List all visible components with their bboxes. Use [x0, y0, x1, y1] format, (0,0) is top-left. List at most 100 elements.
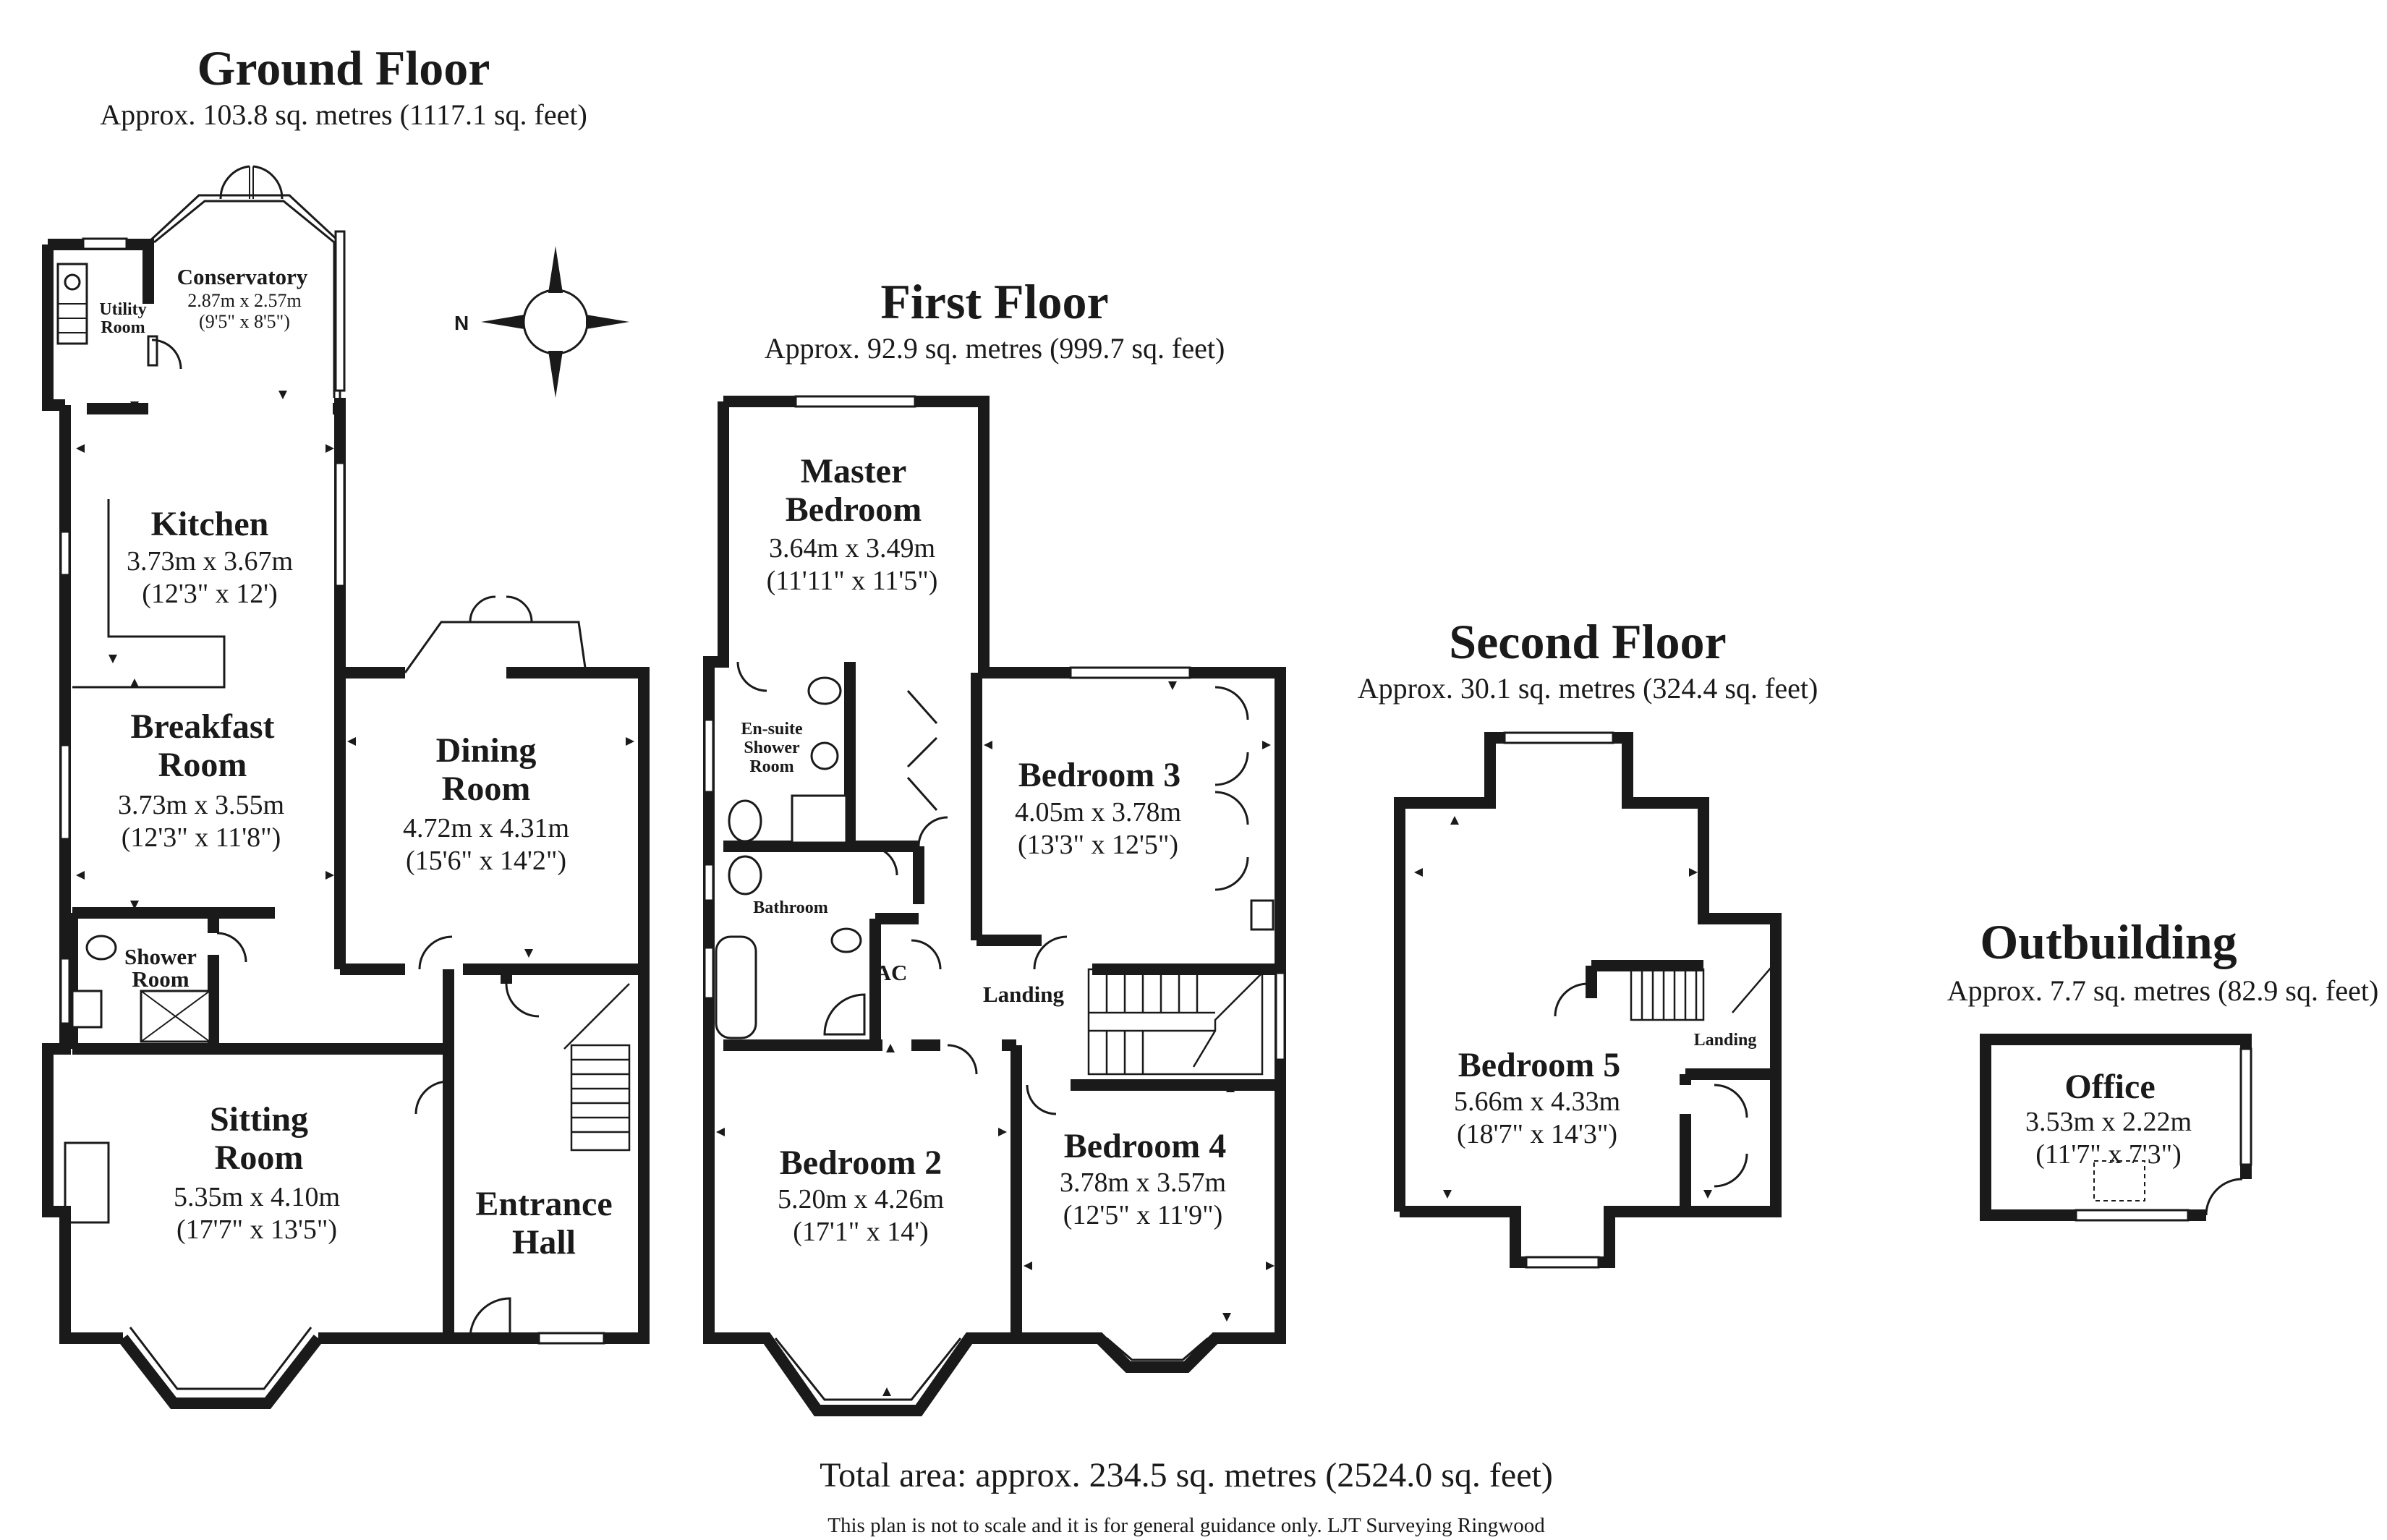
first-staircase — [1087, 968, 1264, 1076]
landing1-name: Landing — [983, 982, 1065, 1007]
office-loft-hatch — [2093, 1160, 2145, 1201]
sitting-imperial: (17'7" x 13'5") — [176, 1214, 337, 1245]
utility-name-line1: Utility — [99, 300, 146, 319]
bedroom5-wardrobe — [1714, 1084, 1748, 1188]
dining-door — [418, 935, 453, 970]
office-window — [2075, 1209, 2190, 1222]
landing-window — [1275, 971, 1286, 1061]
second-floor-plan — [1394, 731, 1782, 1269]
bathroom-name: Bathroom — [753, 898, 828, 917]
bath-icon — [715, 935, 757, 1039]
ground-staircase — [563, 983, 631, 1152]
bedroom3-wardrobe — [1214, 686, 1249, 891]
conservatory-walls — [147, 165, 346, 398]
ensuite-name-line3: Room — [749, 757, 793, 776]
ac-door — [911, 939, 942, 970]
bedroom4-metric: 3.78m x 3.57m — [1060, 1167, 1226, 1198]
bedroom4-imperial: (12'5" x 11'9") — [1063, 1200, 1223, 1230]
compass-north-label: N — [454, 312, 469, 334]
sitting-metric: 5.35m x 4.10m — [174, 1182, 340, 1212]
bedroom5-window — [1503, 731, 1614, 744]
kitchen-name: Kitchen — [151, 505, 269, 543]
conservatory-side-window — [334, 230, 346, 392]
office-name: Office — [2064, 1068, 2155, 1106]
dining-name-line1: Dining — [436, 731, 537, 770]
bedroom5-imperial: (18'7" x 14'3") — [1457, 1119, 1617, 1149]
ensuite-basin-icon — [807, 676, 842, 705]
hall-window — [537, 1332, 605, 1345]
breakfast-name-line1: Breakfast — [130, 707, 274, 746]
office-door — [2205, 1178, 2243, 1216]
dining-metric: 4.72m x 4.31m — [403, 813, 569, 843]
ensuite-door — [736, 661, 767, 692]
bathroom-window-2 — [703, 946, 715, 1000]
ensuite-window — [703, 718, 715, 794]
bedroom2-door — [947, 1044, 978, 1075]
master-name-line1: Master — [801, 452, 907, 490]
breakfast-metric: 3.73m x 3.55m — [118, 790, 284, 820]
second-floor-title: Second Floor — [1449, 614, 1726, 669]
ground-floor-title: Ground Floor — [197, 41, 490, 95]
bedroom2-bay — [774, 1337, 962, 1401]
dining-name-line2: Room — [442, 770, 531, 808]
second-staircase — [1630, 961, 1777, 1021]
sitting-bay-window — [129, 1327, 312, 1390]
basin-icon — [71, 990, 103, 1029]
ground-floor-plan — [42, 165, 650, 1409]
bathroom-door — [867, 845, 898, 876]
landing2-name: Landing — [1694, 1031, 1757, 1050]
second-floor-area: Approx. 30.1 sq. metres (324.4 sq. feet) — [1358, 672, 1818, 705]
shower-door — [216, 932, 247, 963]
conservatory-metric: 2.87m x 2.57m — [187, 290, 301, 311]
kitchen-window — [59, 530, 71, 577]
sitting-fireplace — [64, 1141, 110, 1224]
ground-floor-area: Approx. 103.8 sq. metres (1117.1 sq. fee… — [100, 98, 587, 131]
outbuilding-title: Outbuilding — [1980, 914, 2237, 969]
bedroom4-bay — [1106, 1337, 1209, 1361]
utility-window — [82, 237, 128, 250]
total-area: Total area: approx. 234.5 sq. metres (25… — [820, 1456, 1553, 1494]
bedroom4-door — [1026, 1084, 1057, 1115]
bedroom3-name: Bedroom 3 — [1018, 756, 1180, 794]
sitting-name-line1: Sitting — [210, 1100, 308, 1139]
bedroom5-name: Bedroom 5 — [1458, 1046, 1620, 1084]
utility-name-line2: Room — [101, 318, 145, 337]
dining-bay — [404, 621, 587, 673]
bathroom-shower-icon — [823, 993, 866, 1036]
toilet-icon — [85, 935, 117, 961]
conservatory-imperial: (9'5" x 8'5") — [199, 311, 290, 332]
bedroom2-metric: 5.20m x 4.26m — [778, 1184, 944, 1214]
ensuite-name-line2: Shower — [744, 739, 800, 757]
ac-name: AC — [875, 960, 908, 985]
shower-window — [59, 957, 71, 1025]
office-imperial: (11'7" x 7'3") — [2035, 1139, 2182, 1170]
kitchen-imperial: (12'3" x 12') — [142, 579, 278, 609]
master-metric: 3.64m x 3.49m — [769, 533, 935, 563]
entrance-name-line2: Hall — [512, 1223, 576, 1262]
breakfast-window — [59, 744, 71, 841]
kitchen-side-window — [334, 461, 346, 587]
ensuite-shower-icon — [810, 741, 839, 770]
breakfast-imperial: (12'3" x 11'8") — [122, 822, 281, 853]
bedroom3-basin-icon — [1250, 899, 1275, 931]
bedroom2-imperial: (17'1" x 14') — [793, 1217, 929, 1247]
bedroom5-door — [1554, 982, 1588, 1017]
bedroom5-window-2 — [1525, 1256, 1600, 1269]
master-wardrobe — [906, 690, 938, 811]
master-window — [794, 395, 916, 408]
outbuilding-area: Approx. 7.7 sq. metres (82.9 sq. feet) — [1947, 974, 2379, 1007]
sitting-name-line2: Room — [215, 1139, 304, 1177]
entrance-name-line1: Entrance — [475, 1185, 612, 1223]
kitchen-metric: 3.73m x 3.67m — [127, 546, 293, 577]
sitting-door — [414, 1080, 449, 1115]
bedroom3-metric: 4.05m x 3.78m — [1015, 797, 1181, 828]
outbuilding-plan — [1980, 1034, 2252, 1222]
office-metric: 3.53m x 2.22m — [2025, 1107, 2192, 1137]
master-imperial: (11'11" x 11'5") — [767, 566, 938, 596]
master-door — [917, 816, 948, 847]
front-door — [469, 1297, 511, 1339]
ensuite-toilet-icon — [728, 799, 762, 843]
first-floor-area: Approx. 92.9 sq. metres (999.7 sq. feet) — [765, 332, 1225, 365]
bedroom3-imperial: (13'3" x 12'5") — [1018, 830, 1178, 860]
